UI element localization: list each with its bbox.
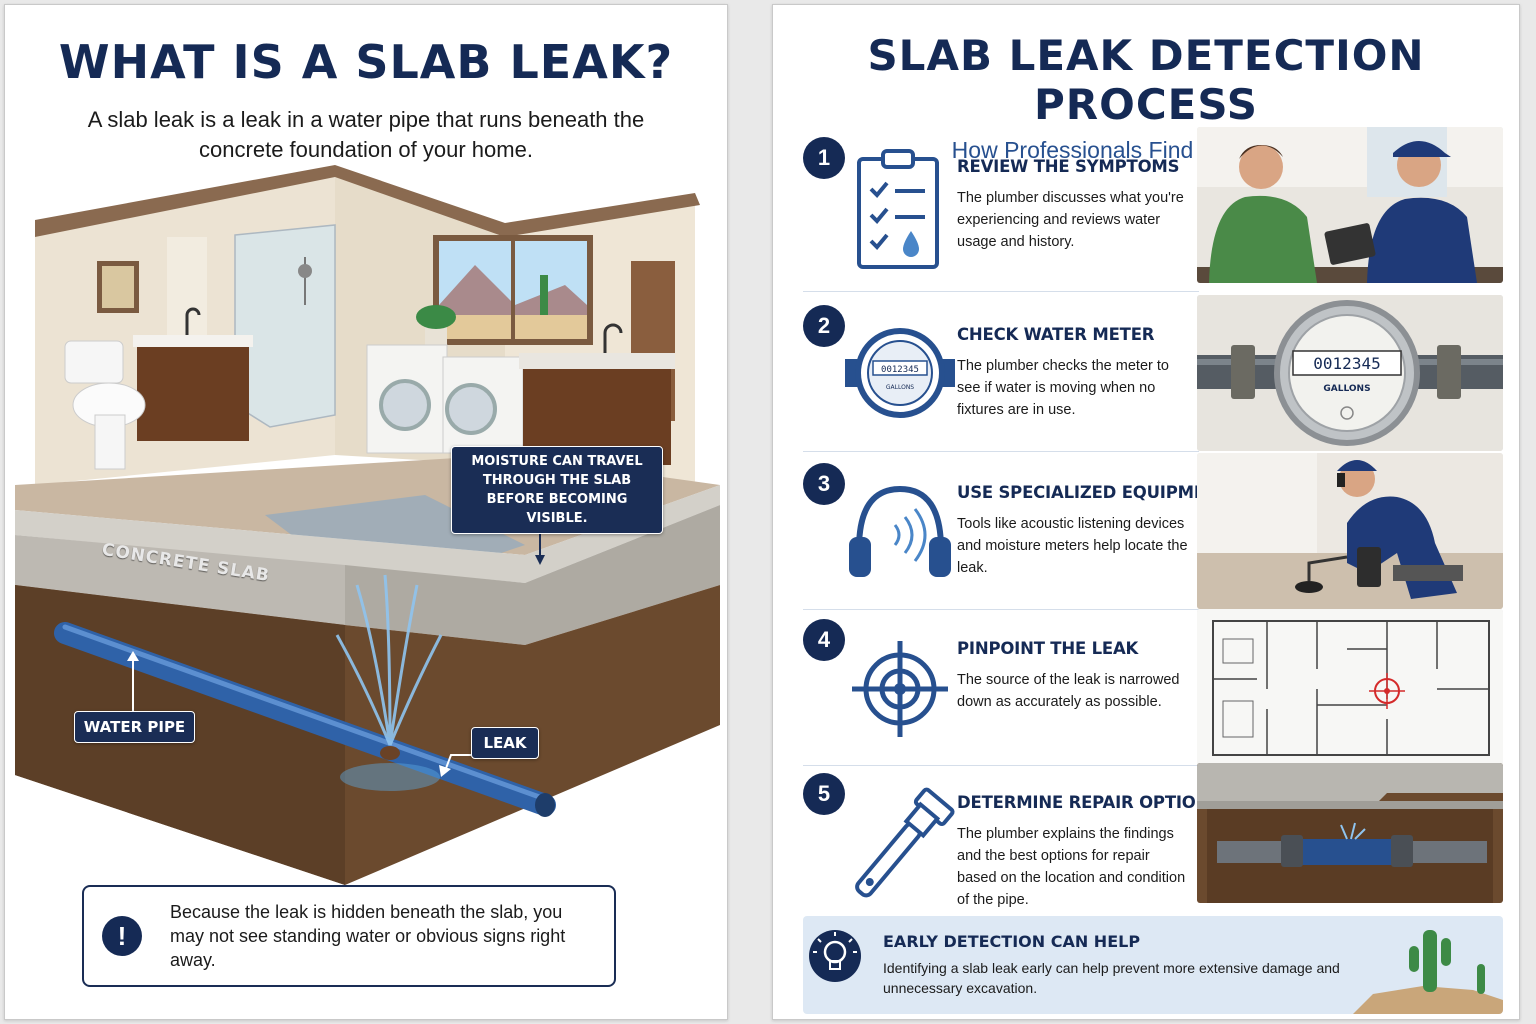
clipboard-icon <box>857 149 939 269</box>
water-meter-photo: 0012345 GALLONS <box>1197 295 1503 451</box>
step-4: 4 PINPOINT THE LEAK The source of the le… <box>773 609 1519 766</box>
slab-leak-panel: WHAT IS A SLAB LEAK? A slab leak is a le… <box>4 4 728 1020</box>
early-detection-banner: EARLY DETECTION CAN HELP Identifying a s… <box>803 916 1503 1014</box>
step-description: The plumber explains the findings and th… <box>957 826 1186 908</box>
step-2: 2 0012345 GALLONS CHECK WATER METER The … <box>773 295 1519 452</box>
water-pipe-callout: WATER PIPE <box>74 711 195 743</box>
step-title: USE SPECIALIZED EQUIPMENT <box>957 483 1230 502</box>
excavated-pipe-photo <box>1197 763 1503 903</box>
step-number: 1 <box>803 137 845 179</box>
step-description: The plumber discusses what you're experi… <box>957 190 1184 250</box>
acoustic-equipment-photo <box>1197 453 1503 609</box>
moisture-callout: MOISTURE CAN TRAVEL THROUGH THE SLAB BEF… <box>451 446 663 534</box>
left-title: WHAT IS A SLAB LEAK? <box>58 35 674 89</box>
headphones-icon <box>849 485 951 577</box>
step-divider <box>803 609 1199 610</box>
water-meter-icon: 0012345 GALLONS <box>845 328 955 418</box>
step-number: 4 <box>803 619 845 661</box>
step-title: PINPOINT THE LEAK <box>957 639 1139 658</box>
step-title: CHECK WATER METER <box>957 325 1155 344</box>
step-number: 5 <box>803 773 845 815</box>
step-description: The source of the leak is narrowed down … <box>957 672 1180 710</box>
meter-icon-reading: 0012345 <box>881 365 919 375</box>
step-title: REVIEW THE SYMPTOMS <box>957 157 1180 176</box>
step-divider <box>803 765 1199 766</box>
early-detection-title: EARLY DETECTION CAN HELP <box>883 932 1141 951</box>
step-number: 3 <box>803 463 845 505</box>
right-title: SLAB LEAK DETECTION PROCESS <box>867 31 1425 129</box>
step-divider <box>803 291 1199 292</box>
meter-icon-unit: GALLONS <box>886 384 914 391</box>
step-5: 5 DETERMINE REPAIR OPTIONS The plumber e… <box>773 763 1519 919</box>
house-cutaway-illustration <box>15 165 720 885</box>
hidden-leak-note-text: Because the leak is hidden beneath the s… <box>170 902 566 970</box>
step-number: 2 <box>803 305 845 347</box>
slab-leak-description: A slab leak is a leak in a water pipe th… <box>87 107 645 162</box>
floor-plan-photo <box>1197 609 1503 765</box>
target-icon <box>852 641 948 737</box>
meter-photo-unit: GALLONS <box>1323 384 1370 394</box>
step-3: 3 USE SPECIALIZED EQUIPMENT Tools like a… <box>773 453 1519 610</box>
exclamation-icon: ! <box>102 916 142 956</box>
plumber-consultation-photo <box>1197 127 1503 283</box>
meter-photo-reading: 0012345 <box>1313 354 1380 373</box>
hidden-leak-note: ! Because the leak is hidden beneath the… <box>82 885 616 987</box>
step-description: The plumber checks the meter to see if w… <box>957 358 1169 418</box>
leak-callout: LEAK <box>471 727 539 759</box>
lightbulb-icon <box>809 930 861 982</box>
step-title: DETERMINE REPAIR OPTIONS <box>957 793 1221 812</box>
detection-process-panel: SLAB LEAK DETECTION PROCESS How Professi… <box>772 4 1520 1020</box>
early-detection-description: Identifying a slab leak early can help p… <box>883 960 1340 996</box>
step-divider <box>803 451 1199 452</box>
step-description: Tools like acoustic listening devices an… <box>957 516 1188 576</box>
desert-cactus-illustration <box>1353 930 1503 1014</box>
step-1: 1 REVIEW THE SYMPTOMS The plumber discus… <box>773 127 1519 292</box>
wrench-icon <box>855 787 955 898</box>
